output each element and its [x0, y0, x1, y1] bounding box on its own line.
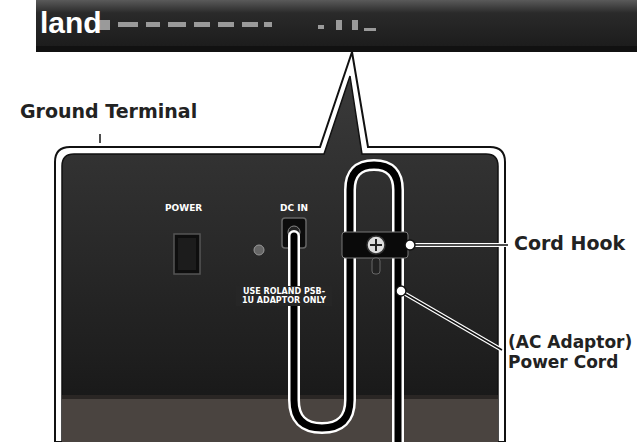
- part-name: (AC Adaptor) Power Cord: [508, 333, 633, 372]
- panel-label: DC IN: [280, 203, 308, 213]
- part-name: Cord Hook: [514, 233, 625, 255]
- part-name: Ground Terminal: [20, 101, 197, 123]
- power-switch: [174, 234, 200, 274]
- instrument-rear-strip: [36, 0, 637, 52]
- screw: [254, 245, 264, 255]
- leader-lines: [396, 240, 508, 350]
- cord-hook: [342, 232, 408, 274]
- panel-label: POWER: [165, 203, 202, 213]
- panel-label: USE ROLAND PSB-1U ADAPTOR ONLY: [236, 286, 332, 306]
- brand-logo: land: [40, 6, 102, 41]
